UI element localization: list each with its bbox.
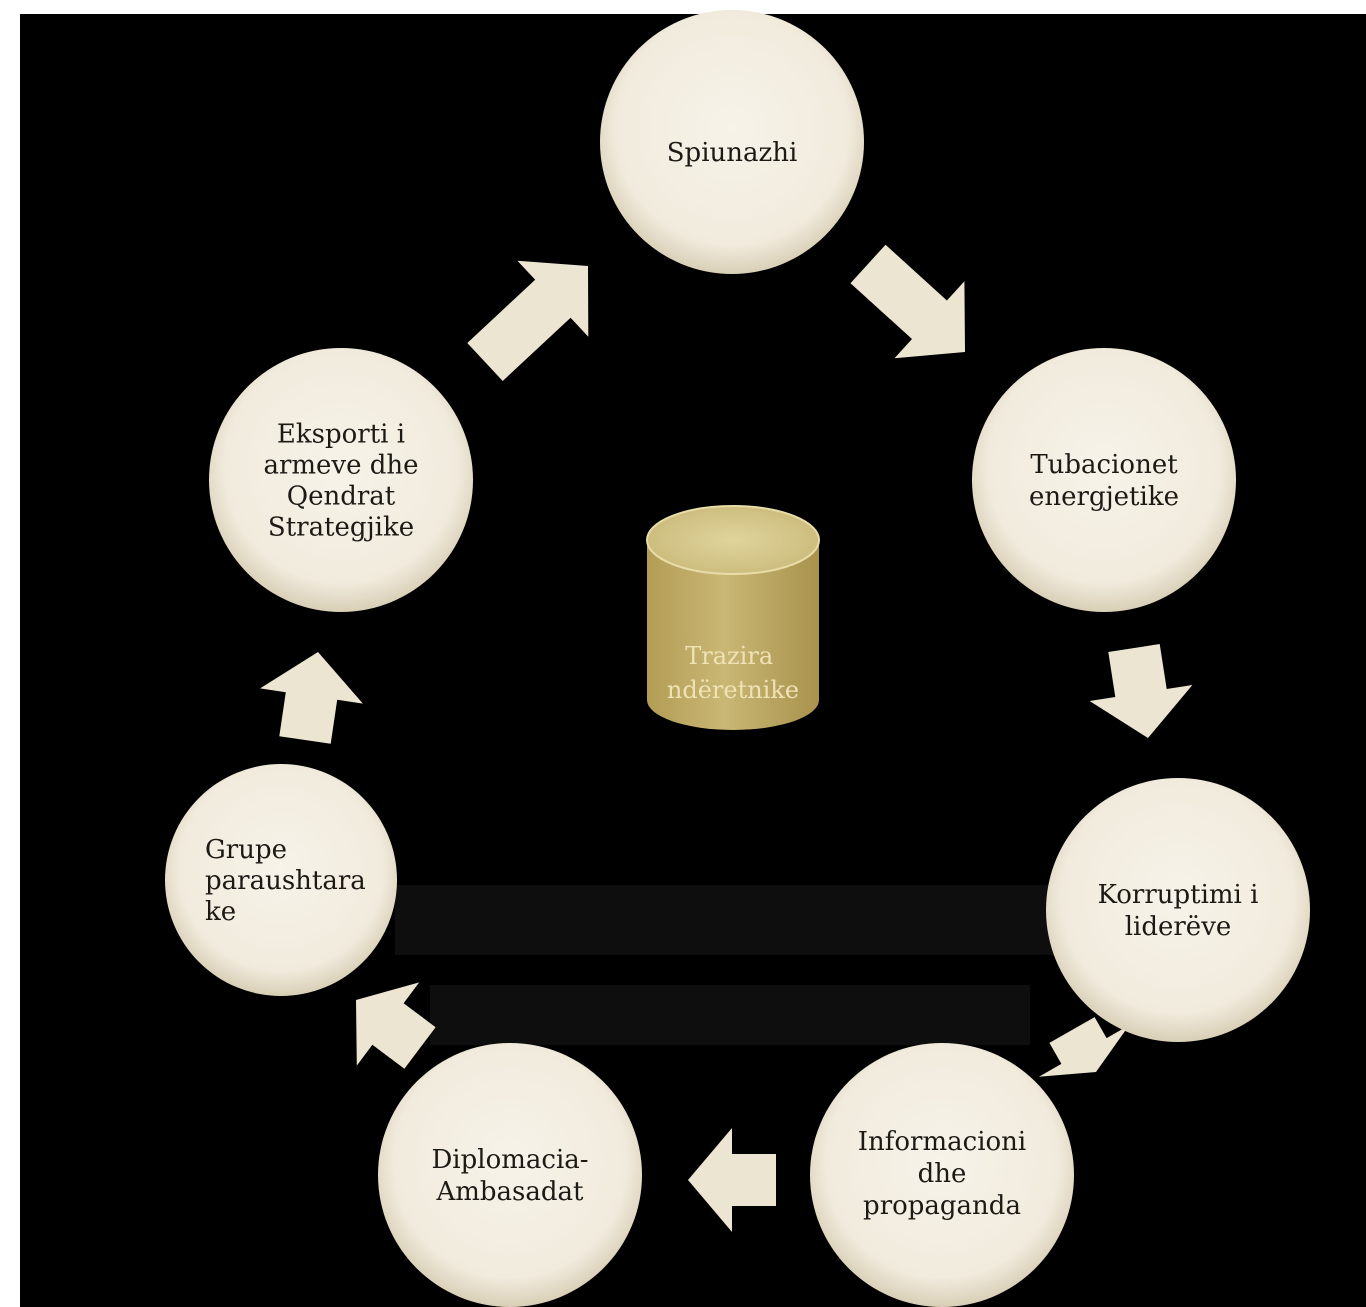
arrow-tubacionet-to-korruptimi — [1089, 644, 1193, 738]
node-circle-tubacionet — [972, 348, 1236, 612]
node-label-line: dhe — [918, 1159, 967, 1189]
node-label-line: Spiunazhi — [667, 138, 798, 168]
cylinder-body — [647, 540, 819, 730]
arrow-korruptimi-to-informacioni — [1038, 1017, 1130, 1077]
arrow-grupe-to-eksporti — [260, 652, 363, 744]
node-label-line: propaganda — [863, 1191, 1021, 1221]
node-label-spiunazhi: Spiunazhi — [667, 138, 798, 168]
node-circle-diplomacia — [378, 1043, 642, 1307]
node-spiunazhi: Spiunazhi — [600, 10, 864, 274]
node-circle-spiunazhi — [600, 10, 864, 274]
node-label-line: energjetike — [1029, 482, 1179, 512]
arrow-eksporti-to-spiunazhi — [467, 260, 589, 381]
node-label-line: Korruptimi i — [1098, 880, 1259, 910]
node-label-line: ke — [205, 897, 236, 927]
node-circle-informacioni — [810, 1043, 1074, 1307]
node-circle-grupe — [165, 764, 397, 996]
center-label-line-1: Trazira — [685, 642, 773, 670]
arrow-spiunazhi-to-tubacionet — [850, 244, 965, 359]
arrow-diplomacia-to-grupe — [356, 982, 436, 1069]
center-label-line-2: ndëretnike — [667, 676, 799, 704]
center-cylinder: Trazira ndëretnike — [646, 505, 820, 730]
arrow-group — [260, 244, 1193, 1232]
svg-text:Trazira ndëretnike: Trazira ndëretnike — [667, 642, 799, 704]
node-label-line: Tubacionet — [1030, 450, 1178, 480]
node-label-line: Strategjike — [268, 513, 414, 543]
arrow-informacioni-to-diplomacia — [688, 1128, 776, 1232]
node-label-line: Diplomacia- — [431, 1145, 588, 1175]
ghost-watermark — [395, 885, 1055, 1045]
node-label-line: Eksporti i — [277, 420, 405, 450]
node-circle-eksporti — [209, 348, 473, 612]
node-label-line: Qendrat — [287, 482, 396, 512]
node-label-line: paraushtara — [205, 866, 366, 896]
node-label-line: Ambasadat — [435, 1177, 584, 1207]
node-circle-korruptimi — [1046, 778, 1310, 1042]
node-label-line: armeve dhe — [263, 451, 418, 481]
node-label-line: liderëve — [1125, 912, 1232, 942]
node-diplomacia: Diplomacia-Ambasadat — [378, 1043, 642, 1307]
cylinder-top — [646, 505, 820, 575]
node-label-diplomacia: Diplomacia-Ambasadat — [431, 1145, 588, 1207]
node-label-line: Grupe — [205, 835, 287, 865]
node-label-line: Informacioni — [858, 1127, 1026, 1157]
